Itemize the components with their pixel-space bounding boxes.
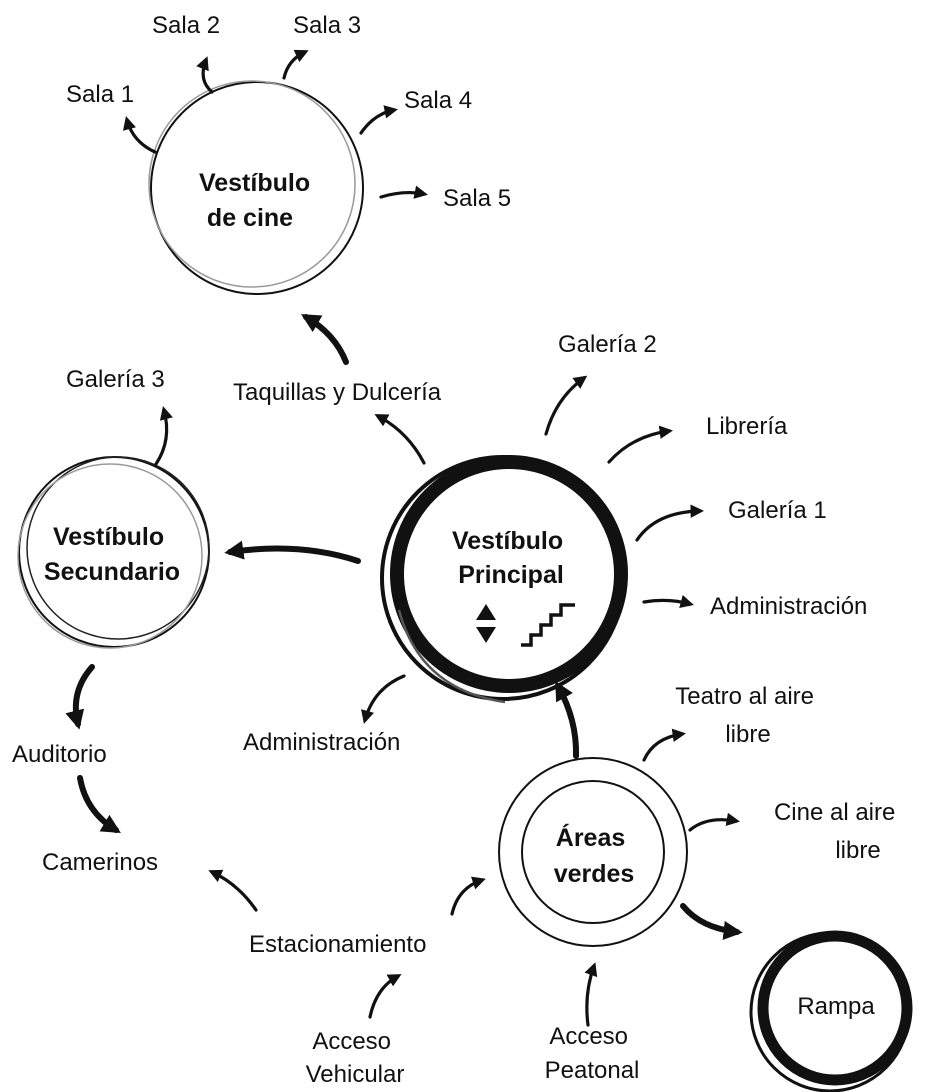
arrow-principal-to-galeria-2 (544, 375, 588, 436)
label-administracion-bottom: Administración (243, 729, 400, 756)
arrow-principal-to-libreria (607, 425, 673, 464)
arrow-peatonal-to-areas (584, 962, 598, 1027)
label-sala-5: Sala 5 (443, 185, 511, 212)
label-libreria: Librería (706, 413, 788, 440)
arrow-principal-to-taquillas (374, 414, 426, 465)
vestibulo-cine-label: Vestíbulo de cine (199, 169, 317, 232)
vestibulo-principal-ring-outer (380, 455, 626, 701)
areas-verdes-ring-outer (498, 757, 688, 947)
node-vestibulo-principal: Vestíbulo Principal (380, 455, 628, 704)
label-sala-3: Sala 3 (293, 12, 361, 39)
label-galeria-3: Galería 3 (66, 366, 165, 393)
vestibulo-secundario-label: Vestíbulo Secundario (44, 523, 180, 586)
vestibulo-secundario-ring-sketch (17, 463, 203, 649)
arrow-areas-to-rampa (680, 903, 743, 941)
vestibulo-secundario-ring-inner (26, 456, 210, 640)
label-administracion-right: Administración (710, 593, 867, 620)
vestibulo-cine-ring-sketch (148, 80, 356, 288)
arrow-to-sala-3 (282, 49, 309, 80)
stairs-icon (521, 603, 575, 647)
vestibulo-cine-ring (150, 81, 364, 295)
label-cine-aire: Cine al aire libre (774, 799, 902, 864)
arrow-areas-to-cine-aire (688, 812, 740, 832)
arrow-principal-to-secundario (224, 540, 361, 564)
node-vestibulo-secundario: Vestíbulo Secundario (17, 456, 210, 649)
arrow-vehicular-to-estacionamiento (368, 974, 402, 1019)
arrow-to-sala-4 (359, 105, 398, 135)
label-teatro: Teatro al aire libre (675, 683, 820, 748)
arrow-principal-to-administracion-right (642, 595, 694, 609)
label-estacionamiento: Estacionamiento (249, 931, 426, 958)
label-galeria-2: Galería 2 (558, 331, 657, 358)
arrow-to-sala-5 (379, 185, 428, 199)
label-acceso-peatonal: Acceso Peatonal (545, 1023, 640, 1084)
arrow-principal-to-galeria-1 (635, 504, 705, 542)
node-areas-verdes: Áreas verdes (498, 757, 688, 947)
label-taquillas: Taquillas y Dulcería (233, 379, 442, 406)
arrow-areas-to-principal (555, 680, 580, 759)
arrow-areas-to-teatro (642, 728, 686, 762)
vestibulo-secundario-ring (18, 456, 210, 648)
rampa-ring-outer (749, 931, 911, 1092)
areas-verdes-label: Áreas verdes (554, 823, 635, 888)
label-sala-2: Sala 2 (152, 12, 220, 39)
updown-triangle-icon (476, 604, 496, 643)
arrow-to-galeria-3 (154, 406, 173, 466)
arrow-to-sala-2 (196, 56, 214, 94)
vestibulo-principal-label: Vestíbulo Principal (452, 527, 570, 589)
label-auditorio: Auditorio (12, 741, 107, 768)
arrow-to-sala-1 (122, 116, 157, 154)
node-vestibulo-cine: Vestíbulo de cine (148, 80, 364, 295)
label-sala-4: Sala 4 (404, 87, 472, 114)
rampa-ring (757, 930, 913, 1086)
areas-verdes-ring-inner (521, 780, 665, 924)
arrow-estacionamiento-to-camerinos (208, 869, 258, 912)
label-camerinos: Camerinos (42, 849, 158, 876)
arrow-auditorio-to-camerinos (77, 775, 121, 833)
node-rampa: Rampa (749, 930, 913, 1092)
arrow-taquillas-to-cine (301, 314, 349, 365)
label-sala-1: Sala 1 (66, 81, 134, 108)
label-galeria-1: Galería 1 (728, 497, 827, 524)
rampa-label: Rampa (797, 993, 875, 1020)
vestibulo-principal-sketch-stroke (397, 609, 506, 704)
vestibulo-principal-ring (390, 455, 628, 693)
arrow-principal-to-administracion-bottom (361, 674, 406, 724)
arrow-secundario-to-auditorio (65, 664, 95, 730)
arrow-estacionamiento-to-areas (450, 876, 486, 916)
label-acceso-vehicular: Acceso Vehicular (306, 1028, 405, 1088)
